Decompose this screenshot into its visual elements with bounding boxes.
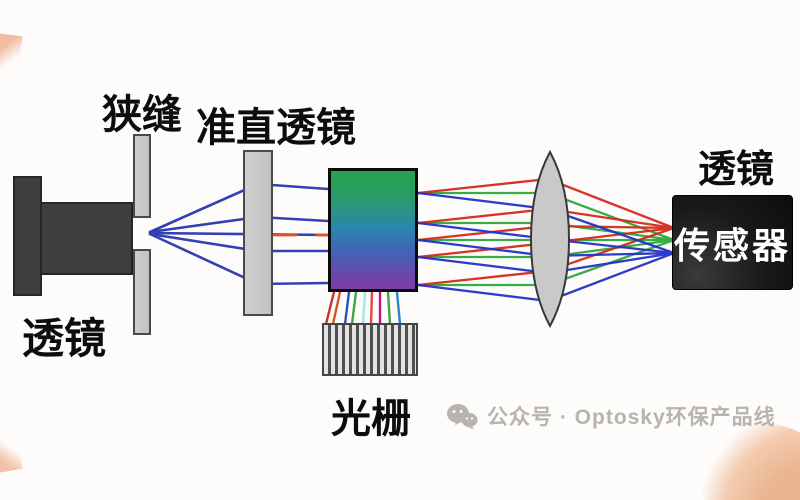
sensor: 传感器 [672, 195, 793, 290]
grating [322, 323, 418, 376]
collimating-lens-label: 准直透镜 [196, 106, 356, 150]
source-lens-flange [13, 176, 42, 296]
grating-connection-rays [324, 290, 402, 326]
collimating-lens [243, 150, 273, 316]
dispersive-element [328, 168, 418, 292]
grating-label: 光栅 [331, 397, 411, 441]
blue-fan-rays [148, 182, 330, 286]
slit-label: 狭缝 [102, 93, 182, 137]
source-lens-body [40, 202, 133, 275]
source-lens-label: 透镜 [22, 315, 107, 362]
sensor-label: 传感器 [673, 224, 791, 266]
watermark: 公众号 · Optosky环保产品线 [446, 401, 776, 431]
slit-upper-blade [133, 134, 151, 218]
wechat-icon [447, 403, 478, 429]
focus-lens-label: 透镜 [698, 149, 775, 191]
slit-lower-blade [133, 249, 151, 335]
focusing-lens [527, 149, 573, 329]
watermark-text: 公众号 · Optosky环保产品线 [487, 406, 776, 429]
